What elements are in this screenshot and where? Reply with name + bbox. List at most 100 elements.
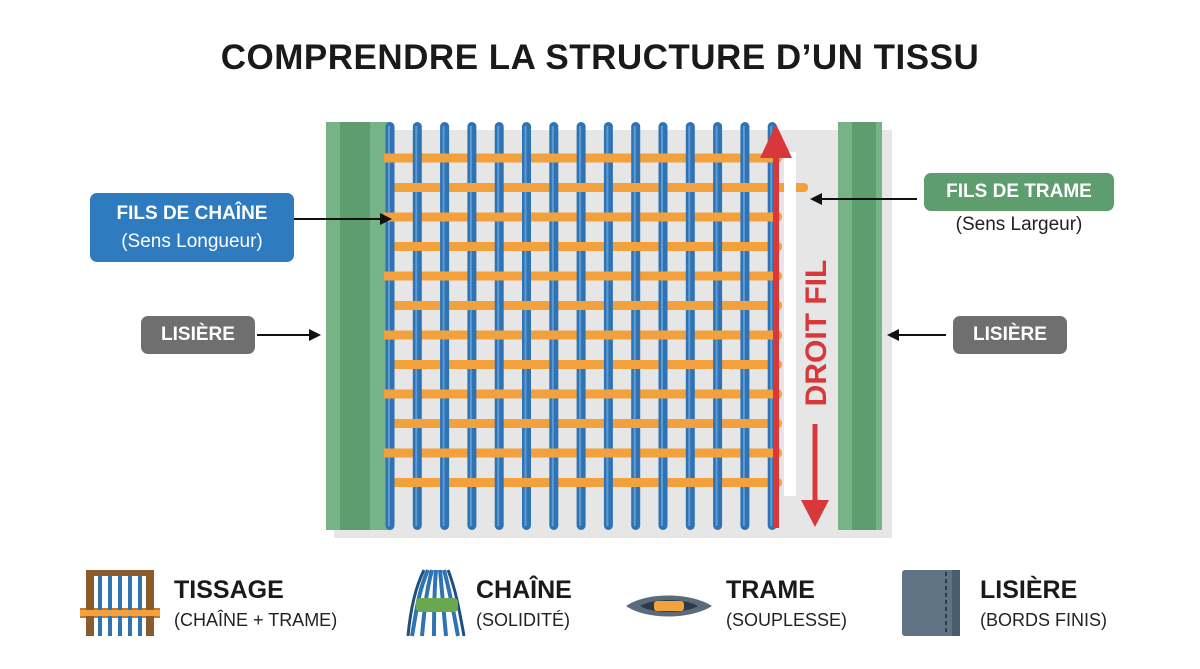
- weft-over-segment: [384, 330, 396, 340]
- weft-label-subtitle: (Sens Largeur): [955, 214, 1083, 235]
- weft-over-segment: [629, 478, 642, 487]
- weft-over-segment: [411, 301, 424, 310]
- weft-over-segment: [657, 389, 669, 399]
- weft-over-segment: [738, 242, 751, 251]
- weft-over-segment: [711, 389, 724, 399]
- weft-over-segment: [411, 242, 424, 251]
- weft-over-segment: [547, 448, 560, 458]
- weft-over-segment: [575, 419, 588, 428]
- weft-over-segment: [411, 478, 424, 487]
- grain-label: DROIT FIL: [800, 260, 833, 407]
- weft-over-segment: [766, 212, 779, 222]
- weft-over-segment: [465, 360, 478, 369]
- weft-over-segment: [411, 183, 424, 192]
- weft-over-segment: [465, 478, 478, 487]
- weft-over-segment: [629, 360, 642, 369]
- weft-over-segment: [493, 153, 506, 163]
- weft-over-segment: [711, 212, 724, 222]
- weft-over-segment: [438, 153, 451, 163]
- weft-over-segment: [465, 301, 478, 310]
- weft-over-segment: [738, 360, 751, 369]
- weft-over-segment: [711, 330, 724, 340]
- legend-subtitle: (SOUPLESSE): [726, 610, 848, 630]
- weft-over-segment: [711, 448, 724, 458]
- weft-over-segment: [629, 242, 642, 251]
- fabric-edge-icon: [902, 570, 960, 636]
- page-title: COMPRENDRE LA STRUCTURE D’UN TISSU: [220, 38, 980, 77]
- weft-thread: [392, 153, 782, 163]
- weft-over-segment: [738, 478, 751, 487]
- weft-thread: [392, 389, 782, 399]
- weft-over-segment: [547, 271, 560, 281]
- weft-thread: [392, 271, 782, 281]
- legend-subtitle: (SOLIDITÉ): [476, 610, 571, 630]
- weft-over-segment: [602, 389, 615, 399]
- selvedge-left: [326, 122, 390, 530]
- legend-title: LISIÈRE: [980, 576, 1078, 604]
- chain-label: FILS DE CHAÎNE (Sens Longueur): [90, 193, 294, 262]
- loom-icon: [80, 570, 160, 636]
- weft-over-segment: [657, 153, 669, 163]
- legend-title: TISSAGE: [174, 576, 284, 604]
- weft-over-segment: [575, 301, 588, 310]
- weft-over-segment: [411, 419, 424, 428]
- legend-item-lisiere: LISIÈRE (BORDS FINIS): [902, 566, 1162, 642]
- weft-over-segment: [520, 242, 533, 251]
- weft-over-segment: [411, 360, 424, 369]
- weft-over-segment: [384, 212, 396, 222]
- weft-over-segment: [465, 242, 478, 251]
- shuttle-icon: [626, 595, 712, 617]
- weave-grid: [384, 122, 808, 530]
- legend-item-chaine: CHAÎNE (SOLIDITÉ): [410, 566, 610, 642]
- weft-over-segment: [602, 271, 615, 281]
- weft-over-segment: [493, 389, 506, 399]
- weft-thread: [392, 330, 782, 340]
- weft-over-segment: [766, 330, 779, 340]
- weft-over-segment: [684, 183, 697, 192]
- legend-title: CHAÎNE: [476, 576, 572, 604]
- weft-over-segment: [520, 183, 533, 192]
- weft-over-segment: [657, 448, 669, 458]
- weft-over-segment: [520, 301, 533, 310]
- weft-over-segment: [684, 242, 697, 251]
- weft-over-segment: [438, 389, 451, 399]
- weft-over-segment: [547, 389, 560, 399]
- weft-over-segment: [520, 478, 533, 487]
- weft-over-segment: [520, 419, 533, 428]
- weft-over-segment: [657, 212, 669, 222]
- weft-over-segment: [629, 183, 642, 192]
- weft-over-segment: [384, 153, 396, 163]
- selvedge-right: [838, 122, 882, 530]
- weft-thread: [392, 448, 782, 458]
- weft-over-segment: [575, 360, 588, 369]
- weft-over-segment: [493, 212, 506, 222]
- chain-label-subtitle: (Sens Longueur): [121, 231, 263, 252]
- weft-over-segment: [493, 448, 506, 458]
- weft-over-segment: [602, 448, 615, 458]
- weft-over-segment: [684, 478, 697, 487]
- weft-over-segment: [766, 448, 779, 458]
- weft-over-segment: [684, 301, 697, 310]
- weft-label: FILS DE TRAME: [924, 173, 1114, 211]
- weft-over-segment: [438, 448, 451, 458]
- weft-over-segment: [711, 153, 724, 163]
- weft-over-segment: [438, 212, 451, 222]
- weft-over-segment: [629, 419, 642, 428]
- legend-item-tissage: TISSAGE (CHAÎNE + TRAME): [80, 566, 370, 642]
- weft-thread: [392, 212, 782, 222]
- legend-item-trame: TRAME (SOUPLESSE): [626, 566, 876, 642]
- weft-over-segment: [547, 153, 560, 163]
- chain-label-title: FILS DE CHAÎNE: [116, 203, 268, 224]
- weft-over-segment: [384, 389, 396, 399]
- weft-over-segment: [602, 212, 615, 222]
- weft-over-segment: [465, 419, 478, 428]
- weft-over-segment: [738, 301, 751, 310]
- weft-over-segment: [384, 448, 396, 458]
- weft-over-segment: [575, 183, 588, 192]
- weft-over-segment: [684, 360, 697, 369]
- legend-subtitle: (CHAÎNE + TRAME): [174, 610, 338, 630]
- weft-over-segment: [520, 360, 533, 369]
- weft-over-segment: [493, 330, 506, 340]
- weft-over-segment: [684, 419, 697, 428]
